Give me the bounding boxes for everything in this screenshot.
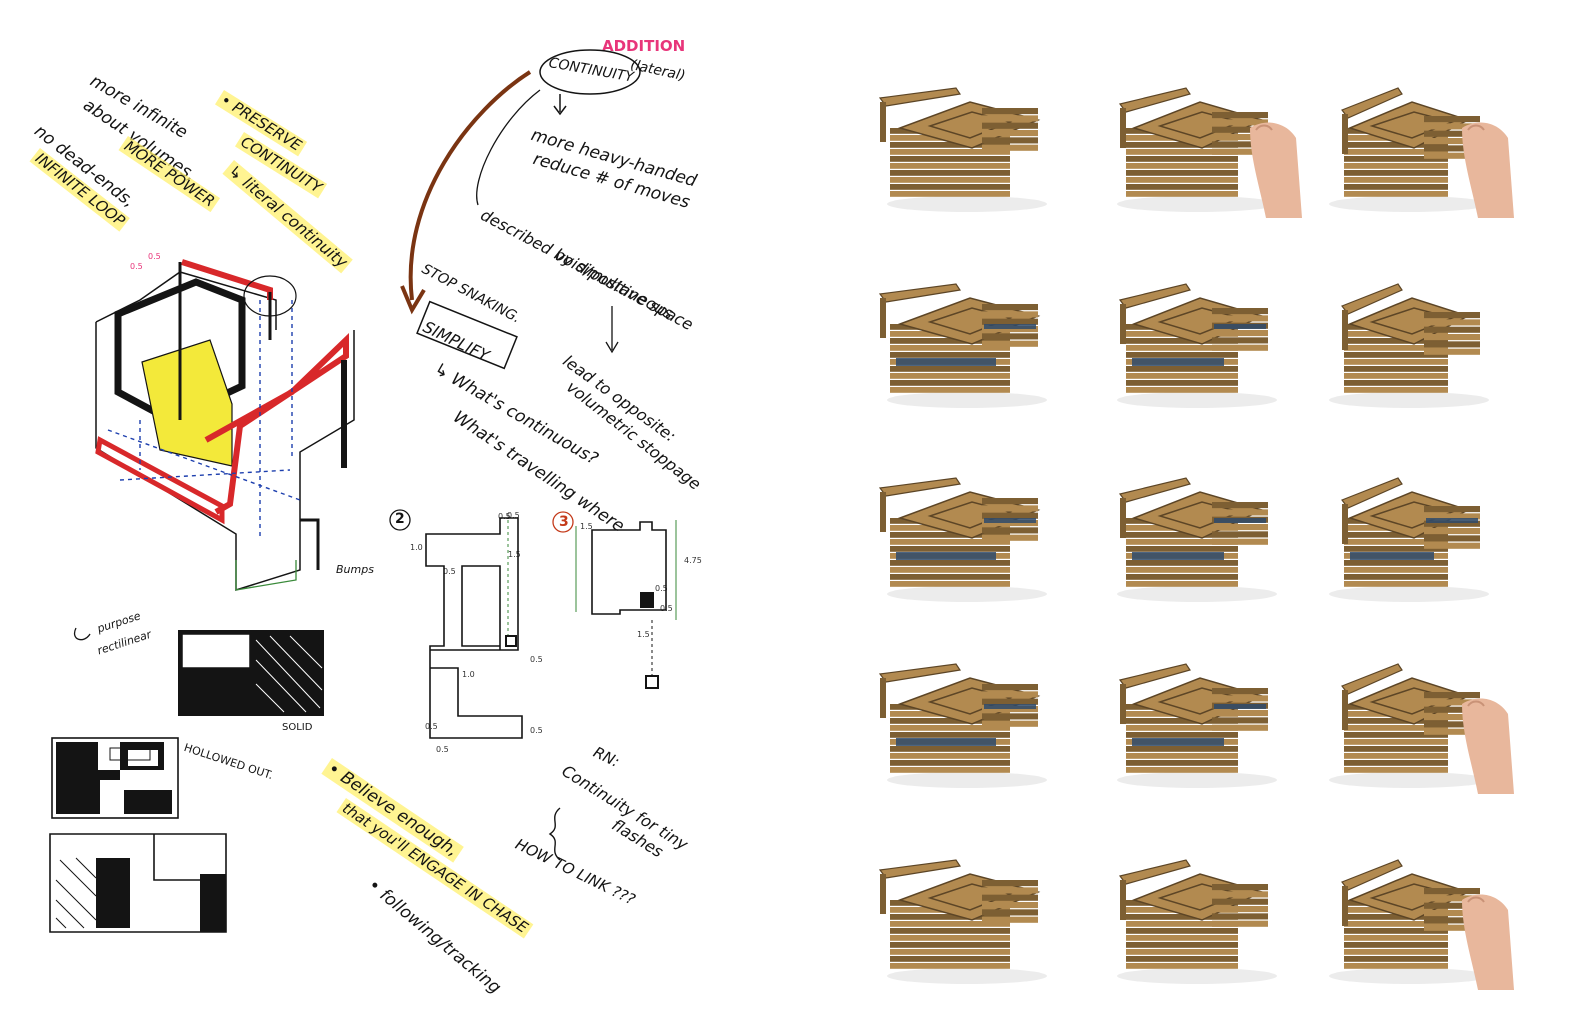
dim-label: 0.5 [530,726,543,735]
dim-label: 0.5 [655,584,668,593]
dim-label: 0.5 [425,722,438,731]
model-photo [1090,634,1304,794]
model-photo [860,448,1074,608]
yellow-plane [141,339,233,467]
hollowed-diagram [51,737,179,819]
model-photo [860,830,1074,990]
dim-label: 0.5 [436,745,449,754]
model-photo [860,58,1074,218]
model-photo [1302,58,1516,218]
dim-label: 0.5 [498,512,511,521]
model-photo [1302,830,1516,990]
model-photo [1090,58,1304,218]
dim-label: 0.5 [443,567,456,576]
simplify-box [416,300,518,370]
plan-3-number: 3 [559,514,569,530]
plan-2 [425,517,523,739]
dim-label: 0.5 [148,252,161,261]
dim-label: 1.0 [462,670,475,679]
dim-label: 0.5 [507,511,520,520]
dim-label: 0.5 [530,655,543,664]
plan-3 [591,521,667,615]
brown-arrow-head [400,285,426,315]
solid-diagram [73,627,324,716]
brown-arrow [408,70,532,301]
model-photo [1090,254,1304,414]
model-photo [1302,448,1516,608]
note-addition: ADDITION [602,37,686,55]
dim-label: 0.5 [130,262,143,271]
black-frame [114,278,246,424]
dim-label: 1.5 [508,550,521,559]
dim-label: 4.75 [684,556,702,565]
model-photo-grid [860,58,1540,990]
model-photo [1302,254,1516,414]
model-photo [860,634,1074,794]
plan-2-number: 2 [395,511,405,527]
isometric-sketch [95,259,355,592]
continuity-circle [539,49,641,95]
note-solid: SOLID [282,722,313,733]
hatched-diagram [49,833,227,933]
note-bumps: Bumps [336,563,374,576]
sketch-drawings [49,49,677,933]
sketch-page: more infinite about volumes, MORE POWER … [0,0,760,1018]
model-photo [1090,448,1304,608]
model-photo [1302,634,1516,794]
model-photo [1090,830,1304,990]
model-photo [860,254,1074,414]
dim-label: 1.0 [410,543,423,552]
dim-label: 1.5 [580,522,593,531]
dim-label: 1.5 [637,630,650,639]
